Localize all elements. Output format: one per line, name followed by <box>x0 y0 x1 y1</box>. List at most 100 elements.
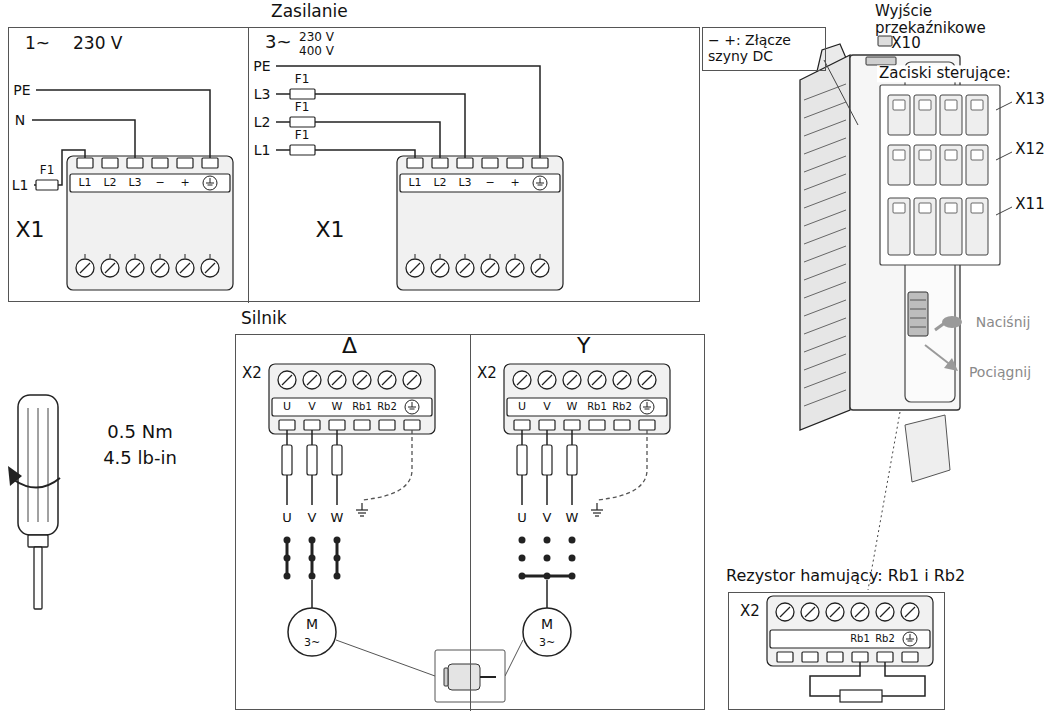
callout-label: F1 <box>295 101 310 115</box>
screw-slot <box>130 263 140 273</box>
cooling-fin <box>804 372 846 388</box>
terminal-screw <box>126 259 144 277</box>
panel-text: 230 V <box>73 34 122 54</box>
control-terminal <box>888 95 910 135</box>
cooling-fin <box>804 120 846 136</box>
terminal-slot <box>777 652 793 662</box>
ground-symbol <box>412 402 413 407</box>
callout-label: F1 <box>40 164 55 178</box>
screw-slot <box>517 375 527 385</box>
fuse-symbol <box>36 180 58 190</box>
screw-slot <box>410 263 420 273</box>
control-terminal <box>966 95 988 135</box>
ground-symbol <box>533 176 547 190</box>
callout-label: L1 <box>254 142 271 158</box>
callout-label: L2 <box>103 177 116 190</box>
callout-label: Rb2 <box>875 633 895 645</box>
panel-box: − +: Złącze szyny DC <box>702 27 826 71</box>
terminal-slot <box>304 420 320 430</box>
terminal-mark <box>415 254 416 258</box>
motor-symbol <box>288 608 336 656</box>
panel-box: SilnikΔY <box>235 334 705 710</box>
callout-label: Pociągnij <box>969 364 1031 380</box>
terminal-slot <box>507 158 523 168</box>
terminal-screw <box>826 603 844 621</box>
screw-slot <box>460 263 470 273</box>
callout-label: Rb1 <box>587 401 607 413</box>
terminal-screw <box>378 371 396 389</box>
terminal-slot <box>639 420 655 430</box>
callout-label: U <box>518 401 526 414</box>
wire-ferrule <box>567 445 577 475</box>
callout-label: L3 <box>128 177 141 190</box>
control-terminal <box>888 198 910 255</box>
callout-label: Rb2 <box>612 401 632 413</box>
ground-symbol <box>538 185 543 186</box>
screw-slot <box>485 263 495 273</box>
cooling-fin <box>804 174 846 190</box>
terminal-slot <box>539 420 555 430</box>
terminal-slot <box>77 158 93 168</box>
terminal-slot <box>407 158 423 168</box>
ground-symbol <box>645 409 650 410</box>
ground-symbol <box>206 183 214 184</box>
terminal-slot <box>532 158 548 168</box>
ground-symbol <box>647 402 648 407</box>
control-terminal-zoom <box>880 85 1000 265</box>
wire-ferrule <box>517 445 527 475</box>
resistor-wire <box>882 662 925 696</box>
terminal-screw <box>303 371 321 389</box>
callout-label: W <box>332 401 343 414</box>
terminal-label-strip <box>770 630 930 648</box>
terminal-screw <box>176 259 194 277</box>
terminal-screw <box>328 371 346 389</box>
ground-symbol <box>210 178 211 183</box>
ground-symbol <box>356 509 368 510</box>
terminal-screw <box>76 259 94 277</box>
terminal-screw <box>613 371 631 389</box>
ground-symbol <box>596 503 597 510</box>
screw-slot <box>855 607 865 617</box>
terminal-slot <box>177 158 193 168</box>
opening-grid <box>910 318 926 319</box>
callout-label: + <box>510 177 519 190</box>
cooling-fin <box>804 246 846 262</box>
terminal-block <box>67 156 233 290</box>
delta-link <box>336 540 339 576</box>
terminal-slot <box>802 652 818 662</box>
callout-label: V <box>543 511 552 526</box>
rotation-arrow-head <box>8 466 22 486</box>
opening-grid <box>910 300 926 301</box>
terminal-slot <box>354 420 370 430</box>
motor-icon-frame <box>435 650 505 702</box>
terminal-slot <box>482 158 498 168</box>
terminal-slot <box>589 420 605 430</box>
screw-slot <box>905 607 915 617</box>
leader-line <box>824 60 858 125</box>
ground-symbol <box>536 183 544 184</box>
screw-slot <box>155 263 165 273</box>
terminal-mark <box>515 254 516 258</box>
screw-slot <box>542 375 552 385</box>
cooling-fin <box>804 210 846 226</box>
terminal-screw <box>278 371 296 389</box>
callout-label: Zaciski sterujące: <box>877 65 1013 82</box>
callout-label: W <box>566 511 579 526</box>
callout-label: L2 <box>254 114 271 130</box>
panel-heading: 1~ <box>25 34 50 54</box>
terminal-screw <box>353 371 371 389</box>
cooling-fin <box>804 102 846 118</box>
control-terminal <box>966 198 988 255</box>
control-terminal <box>966 145 988 185</box>
terminal-stud <box>544 555 551 562</box>
wire-ferrule <box>332 445 342 475</box>
ground-symbol <box>906 639 914 640</box>
callout-label: M <box>306 616 318 632</box>
terminal-block <box>397 156 563 290</box>
terminal-label-strip <box>400 174 560 192</box>
cooling-fin <box>804 354 846 370</box>
screw-slot <box>617 375 627 385</box>
terminal-block <box>269 364 435 434</box>
terminal-block <box>767 596 933 666</box>
